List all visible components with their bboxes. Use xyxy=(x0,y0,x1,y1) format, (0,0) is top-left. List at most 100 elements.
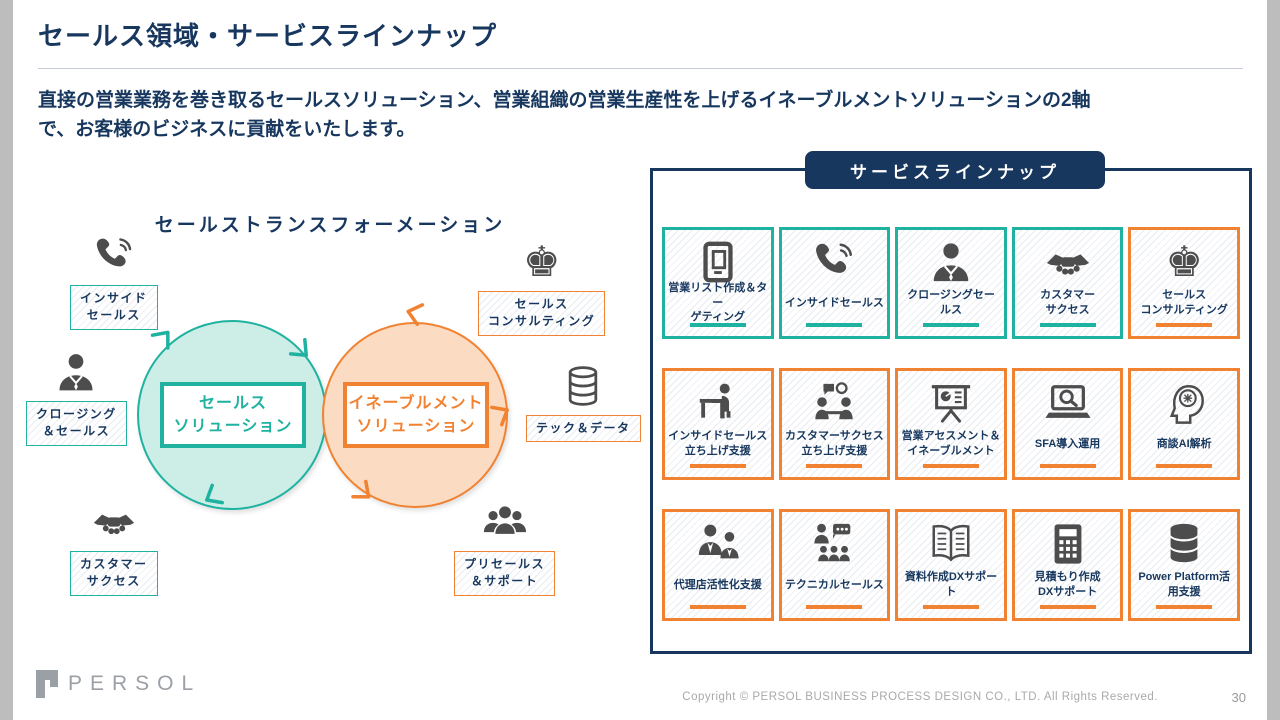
rotation-arrow-icon xyxy=(284,333,319,368)
diagram-satellite: インサイド セールス xyxy=(70,232,158,330)
people-group-icon xyxy=(483,498,527,546)
database-solid-icon xyxy=(1161,518,1207,569)
partners-icon xyxy=(695,518,741,569)
service-tile: 営業アセスメント＆ イネーブルメント xyxy=(895,368,1007,480)
service-tile: テクニカルセールス xyxy=(778,509,891,621)
diagram-title: セールストランスフォーメーション xyxy=(154,215,506,236)
service-tile: 資料作成DXサポート xyxy=(895,509,1007,621)
service-tile-label: カスタマーサクセス 立ち上げ支援 xyxy=(785,430,884,457)
service-tile: インサイドセールス xyxy=(778,227,891,339)
service-tile: Power Platform活 用支援 xyxy=(1128,509,1240,621)
service-tile-label: 営業リスト作成＆ター ゲティング xyxy=(668,281,768,324)
handshake-icon xyxy=(1045,236,1091,287)
service-tile: カスタマー サクセス xyxy=(1011,227,1124,339)
phone-icon xyxy=(92,232,136,280)
sales-transformation-diagram: セールストランスフォーメーション セールス ソリューション イネーブルメント ソ… xyxy=(20,190,648,660)
page-title: セールス領域・サービスラインナップ xyxy=(38,21,498,51)
service-tile-label: 資料作成DXサポート xyxy=(904,571,998,598)
service-tile: インサイドセールス 立ち上げ支援 xyxy=(662,368,774,480)
service-tile-underline xyxy=(922,464,979,468)
service-lineup-panel: サービスラインナップ 営業リスト作成＆ター ゲティング インサイドセールス クロ… xyxy=(650,151,1252,654)
enablement-solution-box: イネーブルメント ソリューション xyxy=(343,382,489,448)
phone-icon xyxy=(811,236,857,287)
service-tile-underline xyxy=(806,464,863,468)
service-tile-underline xyxy=(689,323,746,327)
service-tile-underline xyxy=(806,323,863,327)
service-tile-label: Power Platform活 用支援 xyxy=(1138,571,1231,598)
service-tile-underline xyxy=(922,605,979,609)
diagram-satellite-label: インサイド セールス xyxy=(70,285,158,330)
calculator-icon xyxy=(1045,518,1091,569)
right-gray-margin xyxy=(1267,0,1280,720)
service-tile-underline xyxy=(922,323,979,327)
handshake-icon xyxy=(92,498,136,546)
service-tile-label: SFA導入運用 xyxy=(1034,437,1101,450)
open-book-icon xyxy=(928,518,974,569)
service-tile: 見積もり作成 DXサポート xyxy=(1011,509,1124,621)
diagram-satellite: カスタマー サクセス xyxy=(70,498,158,596)
rotation-arrow-icon xyxy=(347,475,382,511)
book-list-icon xyxy=(695,236,741,287)
sales-solution-box: セールス ソリューション xyxy=(160,382,306,448)
persol-logo-text: PERSOL xyxy=(68,672,202,695)
laptop-search-icon xyxy=(1045,377,1091,428)
service-tile-underline xyxy=(1156,605,1213,609)
service-tile: カスタマーサクセス 立ち上げ支援 xyxy=(778,368,891,480)
lecture-icon xyxy=(811,518,857,569)
rotation-arrow-icon xyxy=(485,395,518,430)
service-tile-label: テクニカルセールス xyxy=(784,578,884,591)
service-tile-label: クロージングセー ルス xyxy=(907,289,995,316)
diagram-satellite: テック＆データ xyxy=(526,362,641,443)
presentation-icon xyxy=(928,377,974,428)
diagram-satellite: ♚ セールス コンサルティング xyxy=(478,237,606,336)
diagram-satellite-label: セールス コンサルティング xyxy=(478,291,606,336)
businessman-icon xyxy=(928,236,974,287)
meeting-icon xyxy=(811,377,857,428)
chess-king-icon: ♚ xyxy=(1165,236,1204,286)
intro-line-2: で、お客様のビジネスに貢献をいたします。 xyxy=(38,119,416,141)
service-tile: クロージングセー ルス xyxy=(895,227,1007,339)
service-tile-underline xyxy=(806,605,863,609)
diagram-satellite-label: クロージング ＆セールス xyxy=(26,401,127,446)
service-tile-underline xyxy=(1039,605,1096,609)
diagram-satellite: プリセールス ＆サポート xyxy=(454,498,556,596)
service-tile-underline xyxy=(1156,323,1213,327)
database-icon xyxy=(561,362,605,410)
service-tile-label: 代理店活性化支援 xyxy=(673,578,762,591)
service-tile-label: カスタマー サクセス xyxy=(1040,289,1096,316)
diagram-satellite-label: カスタマー サクセス xyxy=(70,551,158,596)
persol-logo: PERSOL xyxy=(36,670,201,698)
service-tile-label: 営業アセスメント＆ イネーブルメント xyxy=(901,430,1001,457)
intro-line-1: 直接の営業業務を巻き取るセールスソリューション、営業組織の営業生産性を上げるイネ… xyxy=(38,90,1091,111)
businessman-icon xyxy=(54,348,98,396)
intro-text: 直接の営業業務を巻き取るセールスソリューション、営業組織の営業生産性を上げるイネ… xyxy=(38,86,1248,145)
diagram-satellite-label: テック＆データ xyxy=(526,415,641,443)
service-tile-label: インサイドセールス xyxy=(784,296,884,309)
service-tile-underline xyxy=(689,605,746,609)
service-tile-label: インサイドセールス 立ち上げ支援 xyxy=(668,430,768,457)
service-tile-underline xyxy=(1156,464,1213,468)
desk-support-icon xyxy=(695,377,741,428)
service-tile: 商談AI解析 xyxy=(1128,368,1240,480)
persol-logo-mark-icon xyxy=(36,670,58,698)
service-tile-label: 商談AI解析 xyxy=(1156,437,1212,450)
panel-title-badge: サービスラインナップ xyxy=(805,151,1105,189)
service-tile: 営業リスト作成＆ター ゲティング xyxy=(662,227,774,339)
service-tile-underline xyxy=(1039,323,1096,327)
diagram-satellite-label: プリセールス ＆サポート xyxy=(454,551,556,596)
service-tile: ♚ セールス コンサルティング xyxy=(1128,227,1240,339)
left-gray-margin xyxy=(0,0,13,720)
chess-king-icon: ♚ xyxy=(522,237,561,286)
rotation-arrow-icon xyxy=(400,297,428,330)
rotation-arrow-icon xyxy=(146,320,182,355)
diagram-satellite: クロージング ＆セールス xyxy=(26,348,127,446)
service-tile-underline xyxy=(689,464,746,468)
service-tile-label: 見積もり作成 DXサポート xyxy=(1034,571,1101,598)
service-tiles-grid: 営業リスト作成＆ター ゲティング インサイドセールス クロージングセー ルス カ… xyxy=(662,227,1240,621)
service-tile-label: セールス コンサルティング xyxy=(1140,289,1228,316)
ai-head-icon xyxy=(1161,377,1207,428)
page-number: 30 xyxy=(1231,690,1246,705)
service-tile-underline xyxy=(1039,464,1096,468)
service-tile: 代理店活性化支援 xyxy=(662,509,774,621)
title-divider xyxy=(38,68,1243,69)
